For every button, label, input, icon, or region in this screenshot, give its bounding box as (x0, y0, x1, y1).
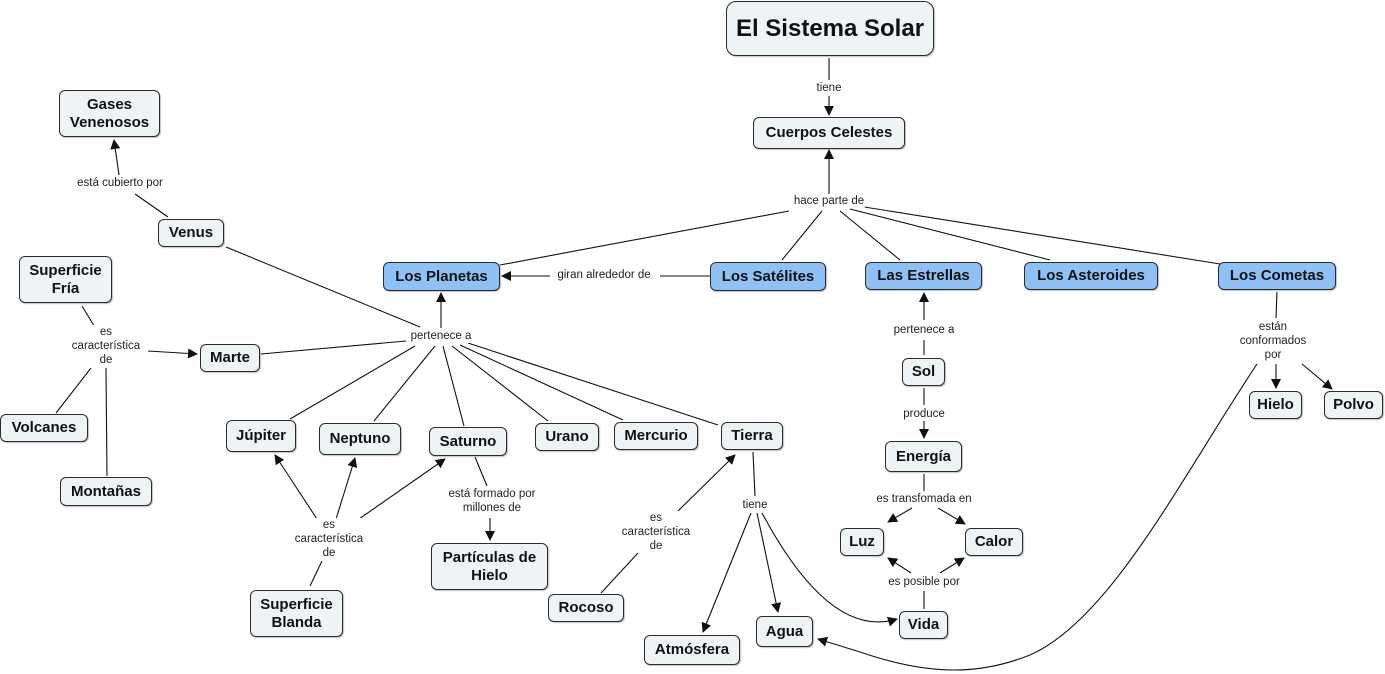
link-label-es-transformada-en: es transfomada en (875, 492, 973, 506)
link-label-tiene: tiene (815, 81, 843, 95)
link-label-pertenece-a-planetas: pertenece a (409, 329, 473, 343)
node-cuerpos-celestes[interactable]: Cuerpos Celestes (753, 117, 905, 149)
edge (110, 139, 121, 176)
node-volcanes[interactable]: Volcanes (0, 414, 88, 442)
edge (467, 342, 719, 426)
node-atmosfera[interactable]: Atmósfera (644, 635, 740, 665)
node-venus[interactable]: Venus (158, 219, 224, 247)
edge (761, 512, 898, 627)
link-label-giran-alrededor-de: giran alrededor de (556, 268, 652, 282)
node-jupiter[interactable]: Júpiter (226, 420, 296, 452)
edge (225, 246, 421, 328)
edge (474, 456, 488, 487)
node-rocoso[interactable]: Rocoso (548, 594, 624, 622)
node-los-asteroides[interactable]: Los Asteroides (1024, 262, 1158, 290)
edge (105, 367, 108, 477)
edge (55, 367, 92, 414)
node-agua[interactable]: Agua (756, 616, 813, 647)
edge (752, 451, 756, 497)
node-las-estrellas[interactable]: Las Estrellas (865, 262, 982, 290)
node-particulas-de-hielo[interactable]: Partículas de Hielo (431, 543, 548, 590)
edge (781, 210, 823, 261)
node-polvo[interactable]: Polvo (1324, 391, 1383, 419)
edge (887, 557, 912, 574)
edge (459, 344, 624, 421)
link-label-es-posible-por: es posible por (887, 575, 961, 589)
edge (839, 210, 901, 261)
edge (134, 193, 169, 218)
edge (600, 552, 639, 594)
edge (442, 345, 465, 427)
node-el-sistema-solar[interactable]: El Sistema Solar (726, 1, 934, 56)
edge (147, 348, 198, 359)
edge (358, 458, 446, 520)
node-montanas[interactable]: Montañas (60, 477, 152, 506)
node-los-cometas[interactable]: Los Cometas (1218, 262, 1336, 290)
edge (817, 363, 1258, 671)
edge (701, 512, 752, 633)
link-label-pertenece-a-sol: pertenece a (892, 323, 956, 337)
link-label-tiene-tierra: tiene (741, 498, 769, 512)
edge (499, 210, 790, 266)
edge (309, 560, 323, 587)
node-urano[interactable]: Urano (535, 423, 599, 451)
node-superficie-blanda[interactable]: Superficie Blanda (250, 590, 343, 637)
edge (937, 507, 966, 525)
node-saturno[interactable]: Saturno (429, 427, 507, 456)
node-los-satelites[interactable]: Los Satélites (710, 262, 826, 291)
edge (887, 507, 913, 523)
node-hielo[interactable]: Hielo (1249, 391, 1302, 419)
link-label-es-caracteristica-de-blanda: es característica de (293, 518, 365, 560)
link-label-esta-formado-por: está formado por millones de (447, 487, 537, 515)
edge (335, 457, 358, 520)
node-los-planetas[interactable]: Los Planetas (383, 262, 500, 291)
node-vida[interactable]: Vida (899, 611, 948, 639)
node-sol[interactable]: Sol (902, 358, 945, 386)
node-energia[interactable]: Energía (885, 441, 962, 472)
link-label-hace-parte-de: hace parte de (792, 194, 866, 208)
node-calor[interactable]: Calor (965, 528, 1023, 556)
edge (260, 340, 407, 355)
edge (857, 205, 1221, 265)
edge (677, 454, 736, 512)
link-label-esta-cubierto-por: está cubierto por (76, 176, 164, 190)
node-mercurio[interactable]: Mercurio (614, 422, 698, 450)
edge (451, 345, 549, 422)
edge (849, 208, 1051, 261)
link-label-produce: produce (902, 407, 946, 421)
edge (274, 454, 318, 520)
edge (939, 557, 965, 574)
edge (756, 512, 782, 613)
node-tierra[interactable]: Tierra (721, 422, 783, 450)
node-superficie-fria[interactable]: Superficie Fría (19, 256, 112, 303)
edge (1275, 291, 1278, 319)
link-label-estan-conformados-por: están conformados por (1238, 320, 1308, 362)
link-label-es-caracteristica-de-marte: es característica de (70, 325, 142, 367)
node-luz[interactable]: Luz (840, 528, 884, 556)
node-neptuno[interactable]: Neptuno (319, 423, 401, 455)
edge (373, 345, 436, 422)
edge (1301, 363, 1333, 390)
link-label-es-caracteristica-de-tierra: es característica de (620, 511, 692, 553)
node-marte[interactable]: Marte (200, 344, 260, 372)
edge (289, 345, 416, 420)
node-gases-venenosos[interactable]: Gases Venenosos (59, 90, 160, 137)
